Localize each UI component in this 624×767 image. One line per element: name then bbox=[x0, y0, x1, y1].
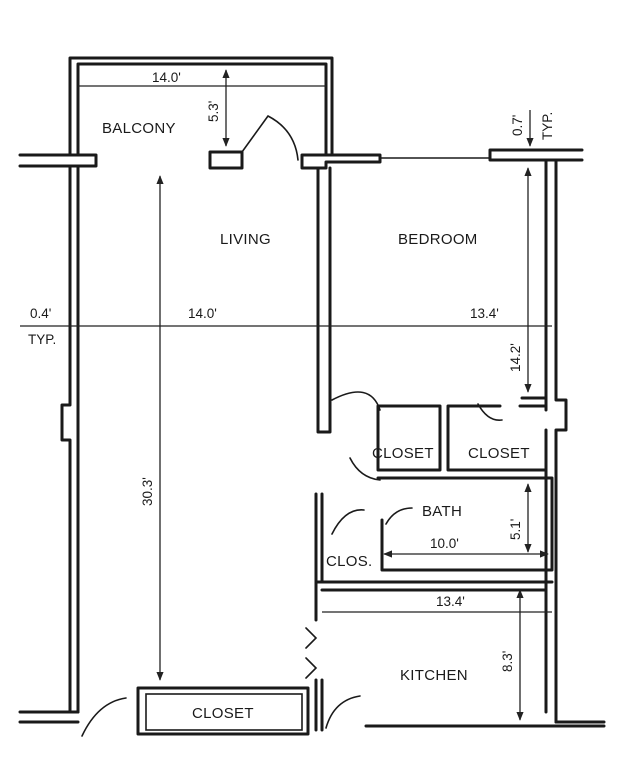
bedroom-door-swing bbox=[331, 391, 381, 411]
living-width-label: 14.0' bbox=[188, 306, 217, 321]
exterior-wall-top-mid bbox=[300, 153, 382, 170]
exterior-wall-top-right bbox=[488, 148, 584, 162]
wall-offset-note: TYP. bbox=[540, 112, 555, 140]
kitchen-top-wall bbox=[314, 580, 554, 622]
kitchen-left-partition bbox=[314, 678, 324, 732]
wall-thickness-label: 0.4' bbox=[30, 306, 51, 321]
entry-door-swing bbox=[81, 697, 127, 737]
exterior-wall-right bbox=[544, 158, 568, 724]
exterior-wall-top-left bbox=[18, 153, 98, 168]
closet-walls bbox=[376, 404, 548, 472]
bath-label: BATH bbox=[422, 503, 462, 520]
wall-thickness-note: TYP. bbox=[28, 332, 56, 347]
entry-closet-inner bbox=[145, 693, 303, 731]
entry-closet-label: CLOSET bbox=[192, 705, 254, 722]
kitchen-door-swing bbox=[325, 695, 361, 729]
balcony-label: BALCONY bbox=[102, 120, 176, 137]
bedroom-closet-jamb bbox=[520, 396, 548, 412]
closet-door-swing-1 bbox=[349, 457, 381, 481]
bath-walls bbox=[376, 476, 554, 572]
bath-door-swing bbox=[331, 509, 365, 535]
balcony-width-label: 14.0' bbox=[152, 70, 181, 85]
exterior-wall-bottom-right bbox=[364, 720, 606, 728]
living-door-jamb bbox=[208, 150, 244, 170]
bedroom-depth-label: 14.2' bbox=[508, 343, 523, 372]
exterior-wall-left bbox=[60, 164, 80, 714]
living-bedroom-partition bbox=[316, 166, 332, 434]
clos-door-swing bbox=[385, 507, 413, 525]
living-label: LIVING bbox=[220, 231, 271, 248]
closet-1-label: CLOSET bbox=[372, 445, 434, 462]
balcony-wall bbox=[68, 56, 334, 157]
entry-closet-wall bbox=[136, 686, 310, 736]
kitchen-depth-label: 8.3' bbox=[500, 651, 515, 672]
room-labels: BALCONY LIVING BEDROOM CLOSET CLOSET BAT… bbox=[102, 120, 530, 722]
walls bbox=[18, 56, 606, 736]
bath-width-label: 10.0' bbox=[430, 536, 459, 551]
bedroom-width-label: 13.4' bbox=[470, 306, 499, 321]
balcony-depth-label: 5.3' bbox=[206, 101, 221, 122]
closet-door-swing-2 bbox=[477, 403, 503, 421]
wall-offset-label: 0.7' bbox=[510, 115, 525, 136]
balcony-door-swing bbox=[241, 115, 299, 161]
living-depth-label: 30.3' bbox=[140, 477, 155, 506]
kitchen-width-label: 13.4' bbox=[436, 594, 465, 609]
dimension-labels: 14.0' 5.3' 0.7' TYP. 0.4' TYP. 14.0' 13.… bbox=[28, 70, 555, 672]
door-swings bbox=[81, 115, 503, 737]
dimension-lines bbox=[20, 69, 552, 721]
exterior-wall-bottom-left bbox=[18, 710, 80, 724]
clos-label: CLOS. bbox=[326, 553, 373, 570]
kitchen-label: KITCHEN bbox=[400, 667, 468, 684]
bath-depth-label: 5.1' bbox=[508, 519, 523, 540]
kitchen-folding-door bbox=[305, 627, 318, 679]
bedroom-label: BEDROOM bbox=[398, 231, 478, 248]
closet-2-label: CLOSET bbox=[468, 445, 530, 462]
